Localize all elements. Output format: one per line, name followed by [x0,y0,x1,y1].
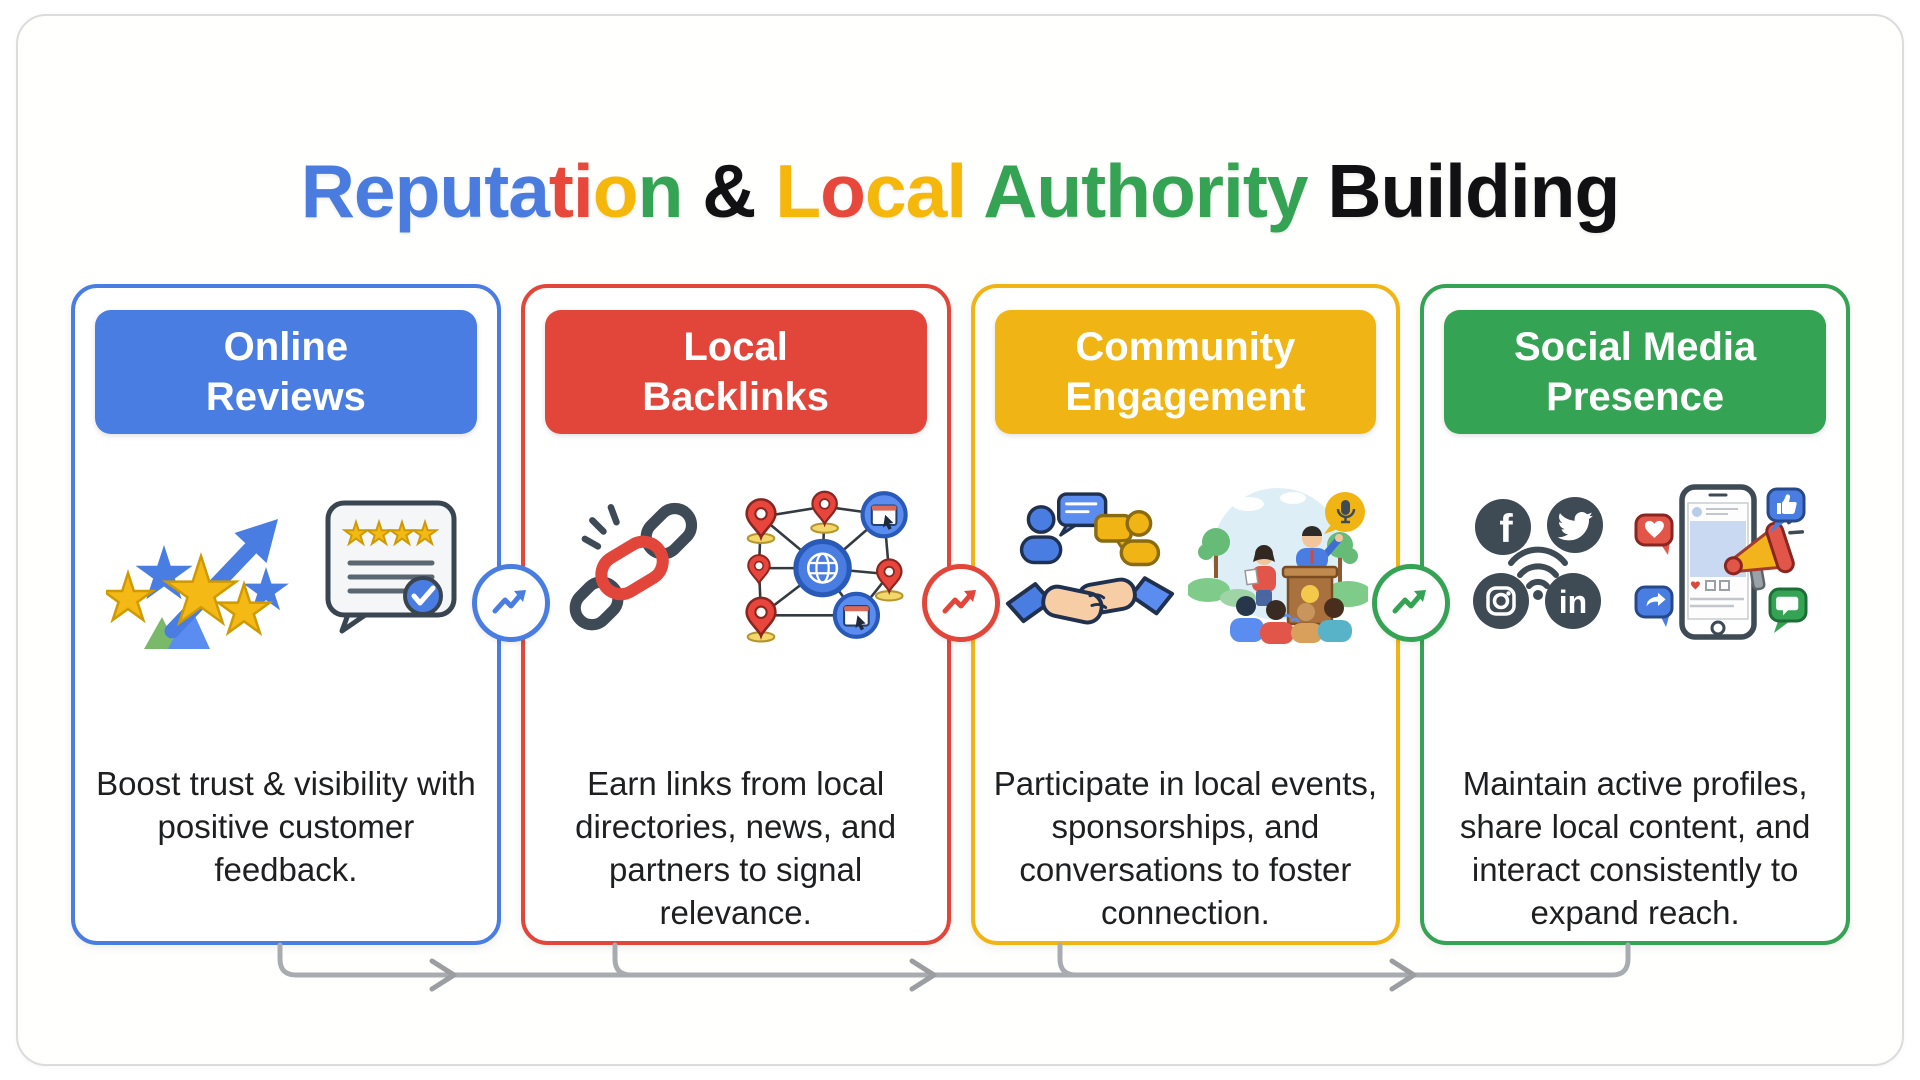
title-segment: ti [548,149,594,234]
facebook-icon: f [1499,507,1513,551]
growth-connector-badge [1372,564,1450,642]
heart-reaction-bubble [1634,513,1674,555]
growth-connector-badge [922,564,1000,642]
card-icons [975,456,1397,671]
header-line: Presence [1546,375,1725,419]
title-segment [966,149,983,233]
thumbs-up-reaction-bubble [1766,487,1806,533]
social-networks-icon: f in [1473,496,1604,629]
cards-row: Online Reviews [71,284,1850,945]
trend-up-icon [1392,590,1426,614]
flow-arrow-icon [909,958,937,992]
card-icons: f in [1424,456,1846,671]
title-segment: o [592,149,639,234]
title-segment: n [637,149,684,234]
card-header: Local Backlinks [544,310,927,434]
title-segment: & [682,149,776,234]
card-description: Maintain active profiles, share local co… [1459,765,1811,931]
header-line: Reviews [205,375,366,419]
handshake-icon [1006,492,1175,625]
page-title: Reputation & Local Authority Building [0,148,1920,234]
card-header: Community Engagement [994,310,1377,434]
comment-reaction-bubble [1768,587,1808,633]
header-line: Engagement [1065,375,1306,419]
title-segment: o [820,149,866,234]
review-card-icon [325,500,457,633]
card-online-reviews: Online Reviews [71,284,501,945]
card-icons [525,456,947,671]
card-description: Boost trust & visibility with positive c… [96,765,476,888]
title-segment: Reputa [300,149,550,234]
title-segment: Building [1307,149,1620,234]
flow-arrow-icon [429,958,457,992]
card-description: Participate in local events, sponsorship… [993,765,1378,931]
phone-megaphone-icon [1634,484,1808,640]
header-line: Local [683,325,788,369]
header-line: Community [1075,325,1296,369]
card-local-backlinks: Local Backlinks [520,284,951,945]
community-event-icon [1188,487,1369,644]
local-network-icon [744,490,908,643]
card-header: Social Media Presence [1444,310,1826,434]
card-icons [75,456,497,671]
flow-arrow-icon [1389,958,1417,992]
title-segment: cal [864,149,967,234]
title-segment: L [775,149,821,234]
star-growth-icon [106,471,306,656]
share-reaction-bubble [1634,585,1674,627]
header-line: Backlinks [642,375,830,419]
wifi-icon [1508,546,1569,589]
card-header: Online Reviews [95,310,477,434]
header-line: Online [223,325,349,369]
growth-connector-badge [472,564,550,642]
title-segment: Authority [983,149,1308,234]
trend-up-icon [942,590,976,614]
broken-link-icon [569,502,697,630]
card-social-media-presence: Social Media Presence f in [1420,284,1850,945]
card-description: Earn links from local directories, news,… [575,765,897,931]
linkedin-icon: in [1559,584,1587,620]
instagram-icon [1486,585,1516,616]
header-line: Social Media [1513,325,1757,369]
flow-line [277,942,1631,992]
trend-up-icon [492,590,526,614]
card-community-engagement: Community Engagement [970,284,1401,945]
